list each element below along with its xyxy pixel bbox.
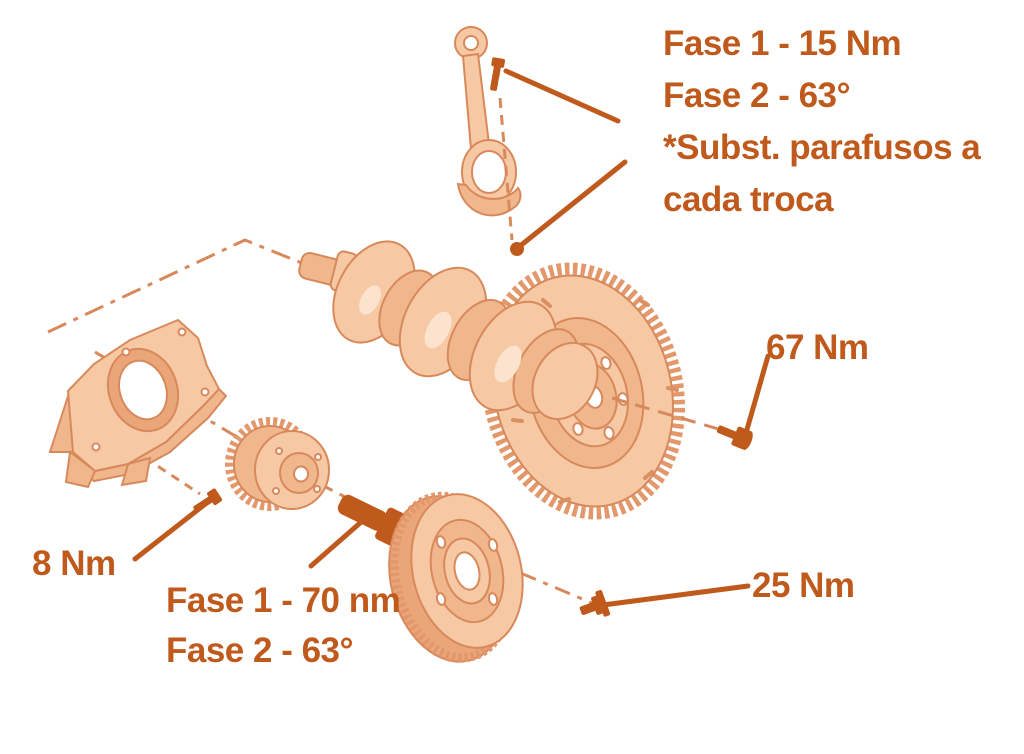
label-pulley-torque: 25 Nm [752,566,855,605]
conrod-torque-line1: Fase 1 - 15 Nm [663,24,902,63]
conrod-bolt [490,57,524,256]
conrod-torque-line3: *Subst. parafusos a [663,128,981,167]
label-conrod-torque: Fase 1 - 15 Nm Fase 2 - 63° *Subst. para… [663,18,981,226]
pulley-bolt [579,589,611,617]
label-seal-housing-torque: 8 Nm [32,544,116,583]
conrod-torque-line4: cada troca [663,180,834,219]
connecting-rod [454,26,522,217]
conrod-torque-line2: Fase 2 - 63° [663,76,851,115]
leader-lines [132,68,771,608]
crank-sprocket [225,417,330,511]
label-pulley-bolt-torque: Fase 1 - 70 nm Fase 2 - 63° [166,576,401,676]
crankshaft [298,240,599,421]
pulley-bolt-torque-line2: Fase 2 - 63° [166,631,354,670]
crankshaft-pulley [388,491,524,663]
label-flywheel-torque: 67 Nm [766,328,869,367]
rear-seal-housing [48,318,228,489]
pulley-bolt-torque-line1: Fase 1 - 70 nm [166,581,401,620]
